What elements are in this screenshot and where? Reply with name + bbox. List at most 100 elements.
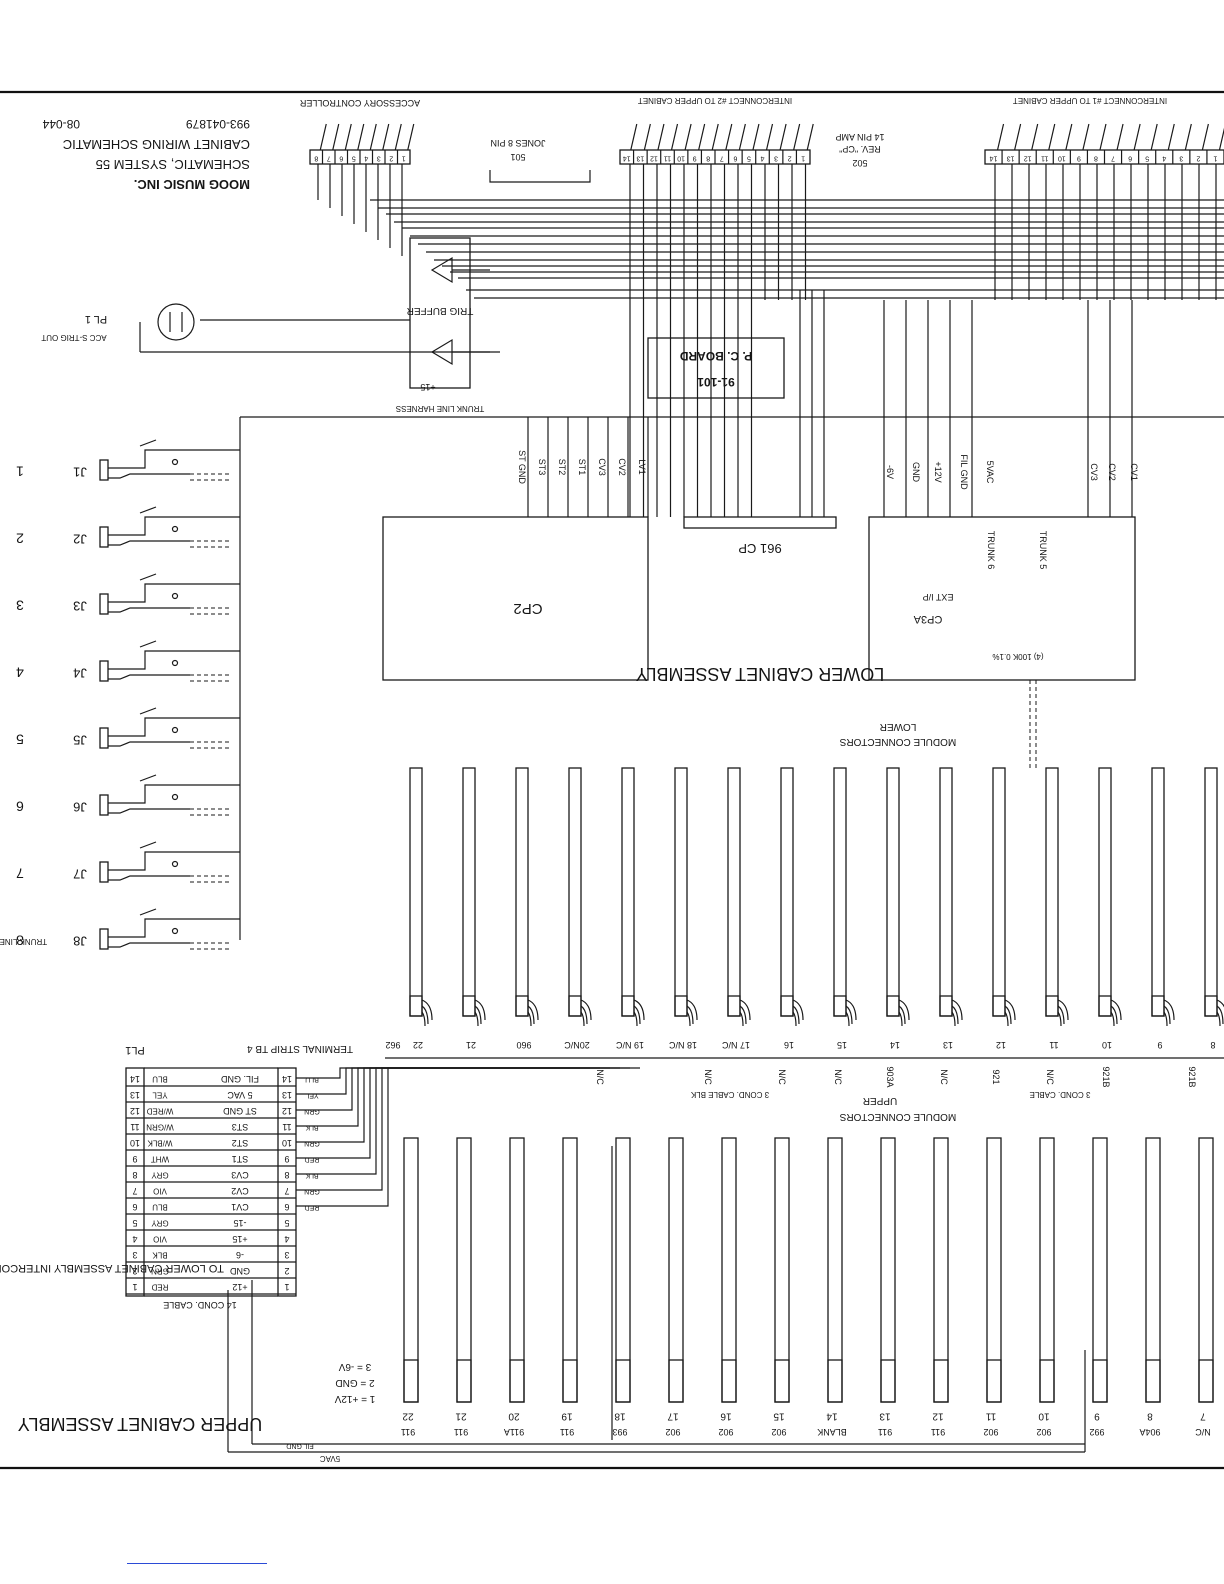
jack-number: 3 bbox=[16, 598, 24, 614]
j502-label: 502 bbox=[852, 158, 867, 168]
pc-board: P. C. BOARD 91-101 bbox=[647, 337, 785, 399]
lower-slot-label: 14 bbox=[890, 1040, 900, 1050]
pl1-signal-name: 5 VAC bbox=[227, 1090, 253, 1100]
upper-slot-module: BLANK bbox=[817, 1427, 847, 1437]
revision: 08-044 bbox=[42, 117, 80, 131]
fil-gnd-label: FIL GND bbox=[286, 1442, 313, 1449]
pl1-pin-number: 10 bbox=[130, 1138, 140, 1148]
cp2-signal-label: ST3 bbox=[537, 459, 547, 476]
upper-module-connectors-label: MODULE CONNECTORS bbox=[839, 1111, 956, 1122]
pl1-label: PL1 bbox=[125, 1044, 145, 1056]
pl1-signal-name: FIL. GND bbox=[221, 1074, 260, 1084]
pin-number: 11 bbox=[664, 154, 671, 161]
lower-slot-label: 21 bbox=[466, 1040, 476, 1050]
pin-number: 7 bbox=[327, 154, 331, 161]
upper-slot-module: 902 bbox=[718, 1427, 733, 1437]
interconnect-1-label: INTERCONNECT #1 TO UPPER CABINET bbox=[1013, 96, 1167, 105]
tb4-pin-number: 5 bbox=[284, 1218, 289, 1228]
pl1-signal-name: ST2 bbox=[232, 1138, 249, 1148]
jack-number: 7 bbox=[16, 866, 24, 882]
pl1-signal-name: -6 bbox=[236, 1250, 244, 1260]
tb4-pin-number: 10 bbox=[282, 1138, 292, 1148]
cp3a-signal-label: FIL GND bbox=[959, 454, 969, 490]
jack-J7: J7 7 bbox=[16, 841, 240, 883]
pin-number: 10 bbox=[1058, 154, 1066, 161]
upper-slot-number: 16 bbox=[720, 1410, 732, 1421]
pl1-pin-number: 4 bbox=[132, 1234, 137, 1244]
pl1-wire-color: BLK bbox=[152, 1251, 168, 1260]
cp2-signal-label: LV1 bbox=[637, 459, 647, 474]
lower-cabinet-title: LOWER CABINET ASSEMBLY bbox=[636, 664, 884, 684]
upper-cabinet-label: UPPER CABINET ASSEMBLY bbox=[18, 1414, 262, 1434]
pl1-signal-name: +12 bbox=[232, 1282, 247, 1292]
pin-number: 6 bbox=[1128, 154, 1132, 161]
pin-number: 12 bbox=[650, 154, 658, 161]
tb4-label: TERMINAL STRIP TB 4 bbox=[247, 1043, 353, 1054]
trunk-line-number-label: TRUNK LINE # bbox=[0, 937, 47, 946]
cp3a-signal-label: CV1 bbox=[1129, 463, 1139, 481]
cp961-label: 961 CP bbox=[738, 541, 781, 556]
jack-J3: J3 3 bbox=[16, 573, 240, 615]
upper-slot-number: 19 bbox=[561, 1410, 573, 1421]
jack-J5: J55 bbox=[16, 707, 240, 749]
tb4-wire-color: YEL bbox=[305, 1091, 318, 1098]
cond14-label: 14 COND. CABLE bbox=[163, 1300, 237, 1310]
jack-id: J3 bbox=[73, 598, 87, 613]
upper-slot-module: 902 bbox=[665, 1427, 680, 1437]
cp3a-signal-label: -6V bbox=[885, 465, 895, 479]
upper-slot-module: 993 bbox=[612, 1427, 627, 1437]
upper-slot-number: 7 bbox=[1200, 1410, 1206, 1421]
tb4-wire-color: BLK bbox=[305, 1171, 319, 1178]
upper-slot-module: 902 bbox=[983, 1427, 998, 1437]
upper-slot-number: 13 bbox=[879, 1410, 891, 1421]
jack-J2: J22 bbox=[16, 506, 240, 548]
jack-J6: J66 bbox=[16, 774, 240, 816]
lower-slot-label: 8 bbox=[1210, 1040, 1215, 1050]
pl1-pin-number: 12 bbox=[130, 1106, 140, 1116]
pl1-pin-number: 14 bbox=[130, 1074, 140, 1084]
jack-J1: J11 bbox=[16, 439, 240, 481]
trunk5-label: TRUNK 5 bbox=[1038, 531, 1048, 570]
upper-word: UPPER bbox=[863, 1095, 897, 1106]
lower-slot-label: 19 N/C bbox=[615, 1040, 644, 1050]
pl1-pin-number: 11 bbox=[130, 1122, 139, 1132]
pl1-wire-color: W/GRN bbox=[146, 1123, 174, 1132]
tb4-wire-color: BLU bbox=[305, 1075, 319, 1082]
upper-top-label: 921B bbox=[1101, 1066, 1111, 1087]
legend-1: 1 = +12V bbox=[334, 1393, 375, 1404]
company-name: MOOG MUSIC INC. bbox=[134, 177, 250, 192]
jack-id: J6 bbox=[73, 799, 87, 814]
title-line-2: SCHEMATIC, SYSTEM 55 bbox=[96, 157, 250, 172]
cp2-signal-label: CV3 bbox=[597, 458, 607, 476]
cp961: 961 CP bbox=[683, 516, 837, 556]
pl1-wire-color: WHT bbox=[151, 1155, 169, 1164]
pin-number: 7 bbox=[720, 154, 724, 161]
pin-number: 4 bbox=[364, 154, 368, 161]
jack-id: J7 bbox=[73, 866, 87, 881]
pin-number: 3 bbox=[1179, 154, 1183, 161]
trig-buffer-label: TRIG BUFFER bbox=[407, 305, 474, 316]
lower-slot-label: 9 bbox=[1157, 1040, 1162, 1050]
pl1-signal-name: ST1 bbox=[232, 1154, 249, 1164]
jack-J4: J44 bbox=[16, 640, 240, 682]
upper-slot-number: 12 bbox=[932, 1410, 944, 1421]
accessory-controller-label: ACCESSORY CONTROLLER bbox=[299, 98, 420, 108]
pin-number: 9 bbox=[1077, 154, 1081, 161]
pl1-wire-color: GRY bbox=[151, 1219, 169, 1228]
rev-cp-label: REV. "CP" bbox=[839, 144, 881, 154]
pl1-signal-name: +15 bbox=[232, 1234, 247, 1244]
pl1-pin-number: 9 bbox=[132, 1154, 137, 1164]
footer-link-underline bbox=[127, 1563, 267, 1564]
upper-slot-number: 15 bbox=[773, 1410, 785, 1421]
lower-slot-label: 11 bbox=[1049, 1040, 1058, 1050]
cp3a-signal-label: CV3 bbox=[1089, 463, 1099, 481]
cp2-signal-label: CV2 bbox=[617, 458, 627, 476]
pin-number: 5 bbox=[747, 154, 751, 161]
lower-slot-label: 20N/C bbox=[564, 1040, 590, 1050]
cp3a-signal-label: 5VAC bbox=[985, 461, 995, 484]
pl1-wire-color: W/RED bbox=[146, 1107, 173, 1116]
pl1-signal-name: CV3 bbox=[231, 1170, 249, 1180]
to-lower-label: TO LOWER CABINET ASSEMBLY INTERCONNECTIO… bbox=[0, 1262, 224, 1274]
bottom-bus: 5VAC FIL GND bbox=[227, 1280, 1085, 1463]
